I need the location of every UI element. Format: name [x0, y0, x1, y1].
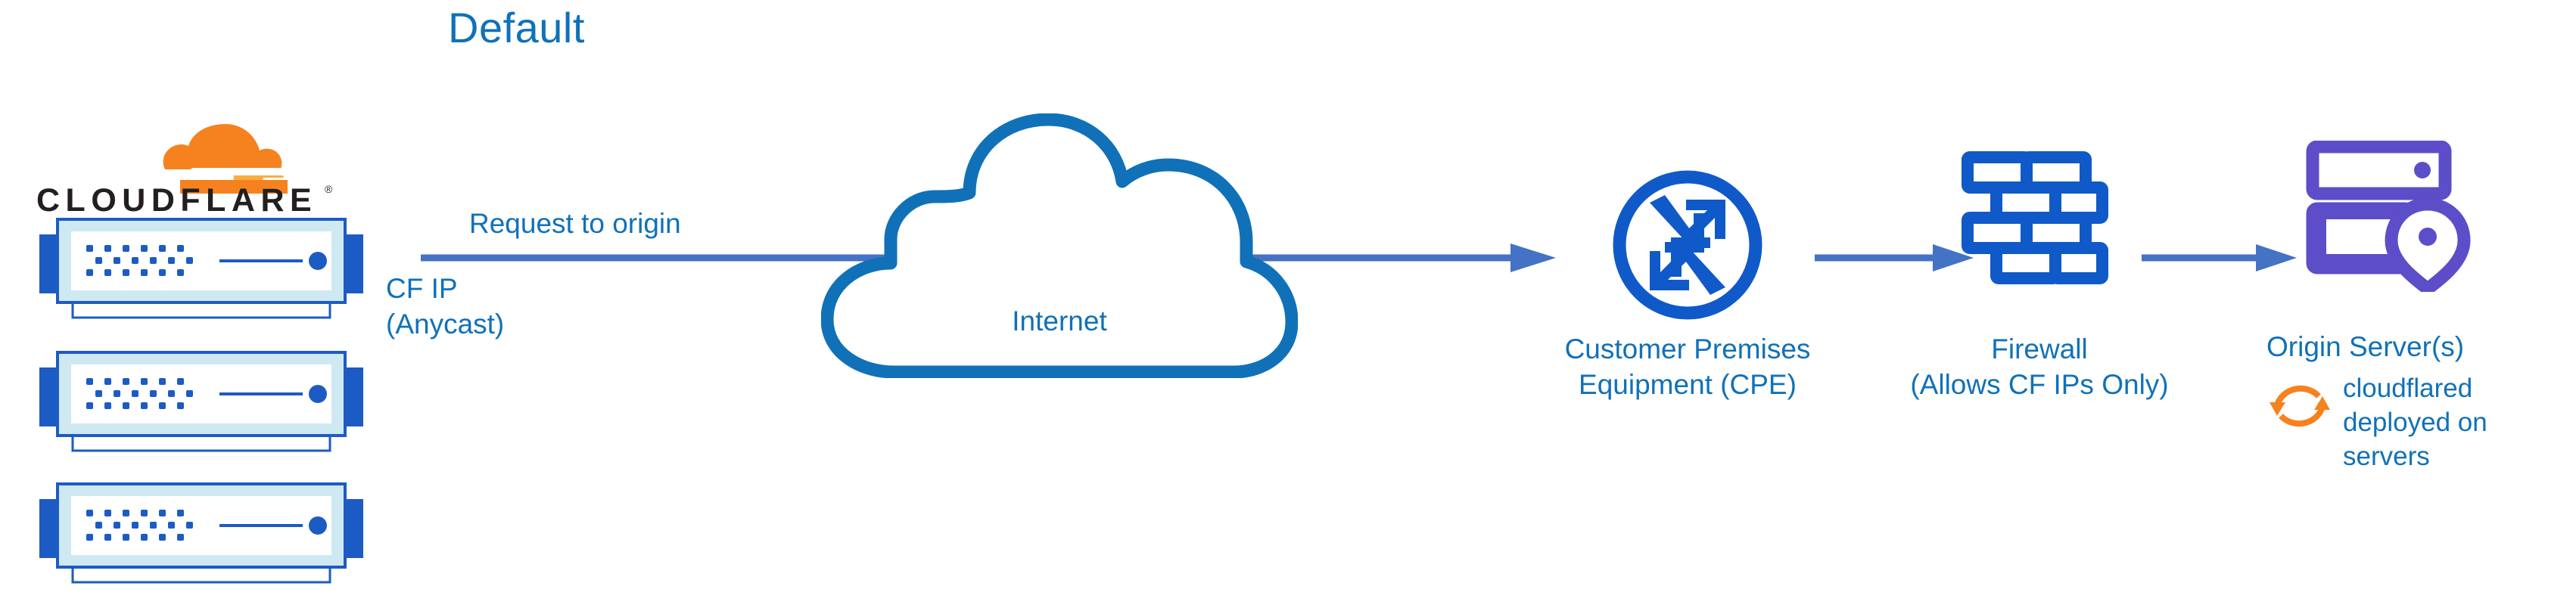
firewall-label-line-2: (Allows CF IPs Only) [1910, 369, 2169, 401]
brick-wall-icon [1962, 151, 2108, 284]
cloudflare-wordmark: CLOUDFLARE [36, 182, 317, 219]
router-icon [1613, 170, 1762, 320]
origin-server-label: Origin Server(s) [2266, 331, 2465, 362]
server-appliance-icon [39, 218, 363, 319]
cpe-label-line-2: Equipment (CPE) [1579, 369, 1797, 401]
edge-server-2 [39, 346, 363, 460]
cf-ip-line-1: CF IP [386, 273, 458, 304]
cloudflared-note-line-3: servers [2343, 441, 2430, 471]
cloud-icon [821, 113, 1298, 378]
edge-server-3 [39, 478, 363, 591]
cf-ip-line-2: (Anycast) [386, 309, 505, 340]
internet-label: Internet [1012, 305, 1107, 336]
edge-server-1 [39, 213, 363, 327]
server-appliance-icon [39, 351, 363, 452]
request-to-origin-label: Request to origin [469, 208, 681, 239]
cloudflare-cloud-logo-icon: CLOUDFLARE ® [36, 124, 333, 219]
firewall-label-line-1: Firewall [1991, 333, 2088, 364]
cloudflare-logo: CLOUDFLARE ® [36, 115, 339, 219]
cpe-label: Customer Premises Equipment (CPE) [1498, 331, 1877, 403]
arrow-firewall-to-origin [2142, 244, 2297, 271]
server-with-location-pin-icon [2306, 141, 2471, 292]
server-appliance-icon [39, 482, 363, 584]
sync-arrows-icon [2270, 385, 2330, 427]
cloudflared-note-line-2: deployed on [2343, 407, 2487, 437]
firewall-label: Firewall (Allows CF IPs Only) [1869, 331, 2210, 403]
cloudflared-note: cloudflared deployed on servers [2343, 372, 2570, 473]
arrow-cpe-to-firewall [1815, 244, 1974, 271]
cpe-label-line-1: Customer Premises [1564, 333, 1811, 364]
svg-text:CLOUDFLARE: CLOUDFLARE [36, 182, 317, 215]
registered-trademark-icon: ® [325, 183, 333, 195]
cf-ip-label: CF IP (Anycast) [386, 271, 504, 343]
cloudflared-note-line-1: cloudflared [2343, 374, 2473, 403]
page-title: Default [448, 4, 585, 51]
